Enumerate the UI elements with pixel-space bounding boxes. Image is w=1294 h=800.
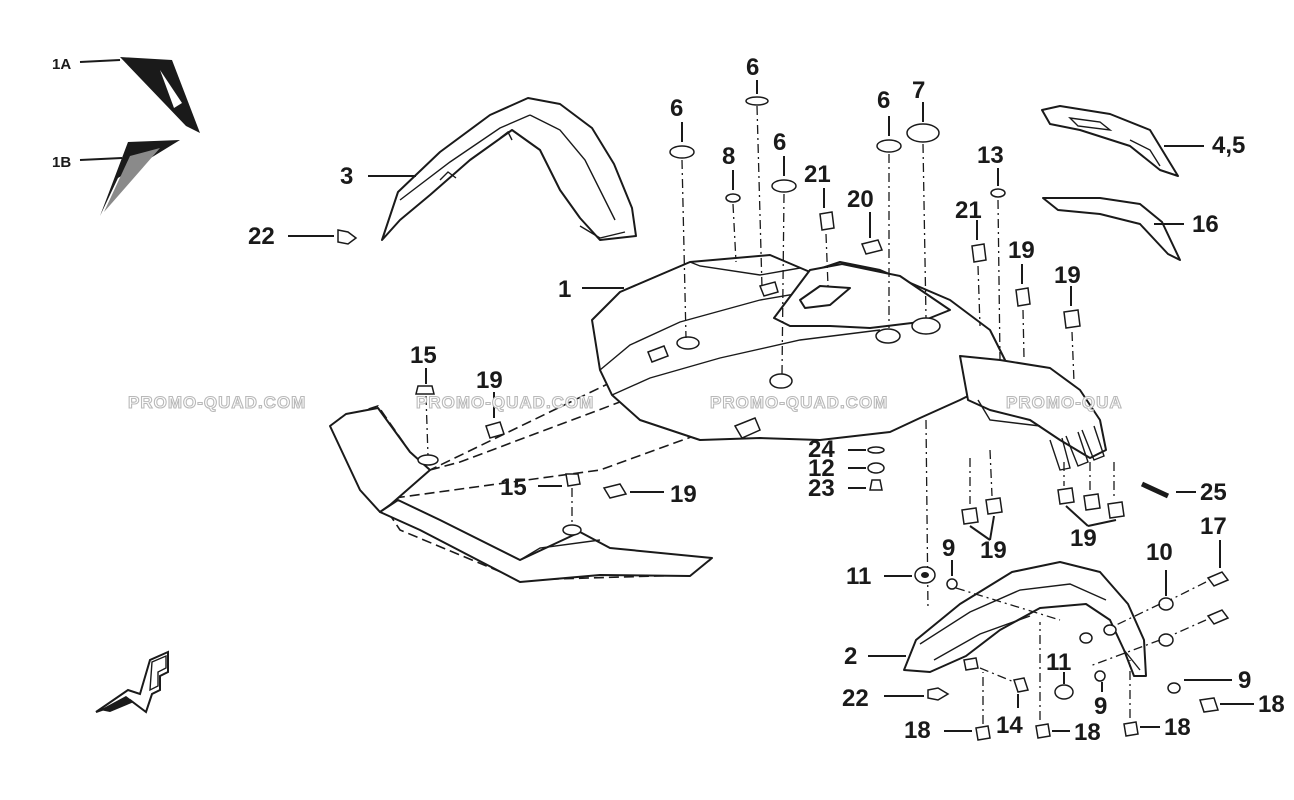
screw-15-lower (565, 473, 581, 487)
screw-22-upper (288, 229, 358, 245)
callout-21-right: 21 (955, 197, 982, 224)
callout-22-upper: 22 (248, 223, 275, 250)
callout-19-upper-right: 19 (1054, 262, 1081, 289)
callout-22-lower: 22 (842, 685, 869, 712)
clip-19-upper-left (1015, 287, 1031, 307)
washer-8 (725, 193, 741, 203)
callout-18-lower-middle: 18 (1074, 719, 1101, 746)
panel-4-5 (1041, 105, 1179, 177)
clip-19-left (485, 421, 505, 439)
callout-20: 20 (847, 186, 874, 213)
callout-19-upper-left: 19 (1008, 237, 1035, 264)
grommet-12 (867, 462, 885, 474)
screw-23 (869, 479, 883, 491)
callout-2: 2 (844, 643, 857, 670)
watermark-1: PROMO-QUAD.COM (128, 393, 306, 412)
callout-11-lower: 11 (1046, 649, 1071, 676)
screw-18-lower-left (975, 725, 991, 741)
grommet-6-right (876, 139, 902, 153)
panel-16 (1042, 197, 1181, 261)
grommet-11-lower (1054, 684, 1074, 700)
callout-15-upper: 15 (410, 342, 437, 369)
clip-21-left (819, 211, 835, 231)
washer-9-right (1167, 682, 1181, 694)
clip-19-middle (602, 483, 628, 499)
callout-6-middle: 6 (773, 129, 786, 156)
screw-18-lower-middle (1035, 723, 1051, 739)
callout-8: 8 (722, 143, 735, 170)
watermark-3: PROMO-QUAD.COM (710, 393, 888, 412)
front-body-1 (329, 254, 1107, 583)
bolt-17 (1206, 571, 1230, 625)
callout-18-lower-left: 18 (904, 717, 931, 744)
callout-25: 25 (1200, 479, 1227, 506)
callout-3: 3 (340, 163, 353, 190)
callout-17: 17 (1200, 513, 1227, 540)
watermark-2: PROMO-QUAD.COM (416, 393, 594, 412)
callout-10: 10 (1146, 539, 1173, 566)
callout-18-lower-right: 18 (1164, 714, 1191, 741)
screw-22-lower (927, 687, 950, 701)
callout-18-right: 18 (1258, 691, 1285, 718)
front-direction-arrow-icon (95, 650, 169, 714)
callout-11-upper: 11 (846, 563, 871, 590)
clip-19-trio-right (1057, 462, 1125, 527)
callout-9-lower: 9 (1094, 693, 1107, 720)
callout-16: 16 (1192, 211, 1219, 238)
callout-1a: 1A (52, 56, 71, 73)
hole-15-lower (562, 524, 582, 536)
callout-19-center: 19 (980, 537, 1007, 564)
callout-1: 1 (558, 276, 571, 303)
screw-18-right (1199, 697, 1219, 713)
fender-flare-2 (903, 561, 1147, 677)
callout-15-lower: 15 (500, 474, 527, 501)
strip-25 (1140, 481, 1170, 499)
screw-18-lower-right (1123, 721, 1139, 737)
callout-9-upper: 9 (942, 535, 955, 562)
callout-21-left: 21 (804, 161, 831, 188)
callout-19-left: 19 (476, 367, 503, 394)
washer-24 (867, 446, 885, 454)
callout-6-upper: 6 (746, 54, 759, 81)
clip-20 (860, 239, 884, 255)
callout-1b: 1B (52, 154, 71, 171)
cap-7 (906, 123, 940, 143)
callout-6-right: 6 (877, 87, 890, 114)
screw-15-upper (415, 385, 435, 395)
grommet-6-middle (771, 179, 797, 193)
callout-24: 24 (808, 436, 835, 463)
callout-19-right: 19 (1070, 525, 1097, 552)
callout-23: 23 (808, 475, 835, 502)
clip-19-pair-center (961, 449, 1003, 541)
washer-9-upper (946, 578, 958, 590)
screw-14 (1013, 677, 1029, 693)
decal-1a (120, 57, 200, 133)
washer-9-lower (1094, 670, 1106, 682)
callout-9-right: 9 (1238, 667, 1251, 694)
watermark-4: PROMO-QUA (1006, 393, 1123, 412)
clip-19-upper-right (1063, 309, 1081, 329)
callout-14: 14 (996, 712, 1023, 739)
fender-flare-3 (381, 97, 637, 241)
decal-1b (100, 140, 180, 216)
callout-7: 7 (912, 77, 925, 104)
callout-4-5: 4,5 (1212, 132, 1245, 159)
callout-6-left: 6 (670, 95, 683, 122)
grommet-6-left (669, 145, 695, 159)
grommet-6-upper (745, 96, 769, 106)
callout-12: 12 (808, 455, 835, 482)
clip-21-right (971, 243, 987, 263)
hole-15-upper (417, 454, 439, 466)
washer-13 (990, 188, 1006, 198)
callout-13: 13 (977, 142, 1004, 169)
callout-19-middle: 19 (670, 481, 697, 508)
